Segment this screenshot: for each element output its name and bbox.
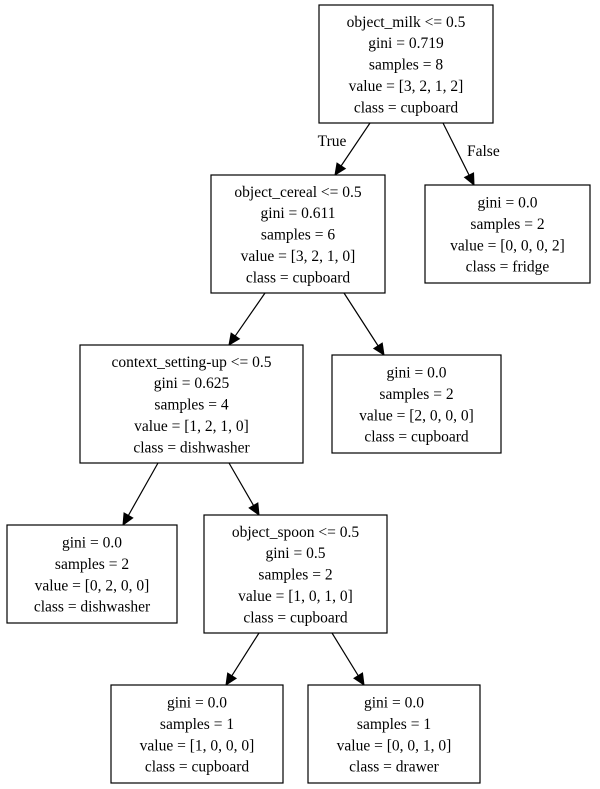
node-text-line: gini = 0.0 xyxy=(387,364,447,381)
node-text-line: gini = 0.5 xyxy=(266,545,326,562)
node-text-line: gini = 0.625 xyxy=(154,375,230,392)
node-text-line: class = cupboard xyxy=(364,429,469,446)
node-text-line: class = cupboard xyxy=(246,269,351,286)
edge-line xyxy=(234,292,266,337)
node-box xyxy=(331,354,502,454)
leaf-node: gini = 0.0 samples = 1 value = [0, 0, 1, 0… xyxy=(307,684,481,784)
node-text-line: samples = 2 xyxy=(55,556,129,573)
node-text-line: class = cupboard xyxy=(243,609,348,626)
arrowhead xyxy=(225,672,238,687)
arrowhead xyxy=(334,162,347,177)
arrowhead xyxy=(353,672,365,687)
node-text-line: value = [1, 0, 0, 0] xyxy=(140,737,255,754)
node-box xyxy=(424,184,591,284)
node-text-line: object_milk <= 0.5 xyxy=(347,14,466,31)
arrowhead xyxy=(248,502,260,517)
tree-edge xyxy=(228,292,266,346)
tree-edge: True xyxy=(318,122,371,177)
node-box xyxy=(318,4,494,124)
arrowhead xyxy=(122,512,134,527)
node-text-line: gini = 0.0 xyxy=(62,534,122,551)
node-text-line: value = [0, 0, 1, 0] xyxy=(337,737,452,754)
node-text-line: gini = 0.0 xyxy=(364,694,424,711)
edge-line xyxy=(127,462,159,516)
node-text-line: gini = 0.0 xyxy=(167,694,227,711)
node-box xyxy=(210,174,386,294)
split-node: object_milk <= 0.5 gini = 0.719 samples = … xyxy=(318,4,494,124)
edge-line xyxy=(340,122,371,167)
arrowhead xyxy=(372,342,385,357)
node-box xyxy=(110,684,284,784)
node-text-line: samples = 2 xyxy=(258,567,332,584)
node-text-line: class = cupboard xyxy=(354,99,459,116)
tree-edge xyxy=(331,632,365,687)
split-node: object_cereal <= 0.5 gini = 0.611 samples … xyxy=(210,174,386,294)
node-box xyxy=(6,524,178,624)
node-text-line: gini = 0.611 xyxy=(261,205,336,222)
node-text-line: class = cupboard xyxy=(145,759,250,776)
node-text-line: value = [0, 0, 0, 2] xyxy=(450,237,565,254)
tree-edge xyxy=(122,462,159,527)
node-text-line: samples = 6 xyxy=(261,227,335,244)
split-node: context_setting-up <= 0.5 gini = 0.625 sam… xyxy=(79,344,304,464)
node-text-line: context_setting-up <= 0.5 xyxy=(112,354,272,371)
node-text-line: gini = 0.719 xyxy=(368,35,444,52)
leaf-node: gini = 0.0 samples = 2 value = [2, 0, 0, 0… xyxy=(331,354,502,454)
node-text-line: value = [0, 2, 0, 0] xyxy=(35,577,150,594)
node-text-line: value = [2, 0, 0, 0] xyxy=(359,407,474,424)
node-text-line: class = dishwasher xyxy=(133,439,250,456)
edge-line xyxy=(343,292,379,347)
arrowhead xyxy=(228,332,241,346)
split-node: object_spoon <= 0.5 gini = 0.5 samples = 2… xyxy=(203,514,388,634)
node-text-line: samples = 2 xyxy=(470,216,544,233)
tree-edge xyxy=(343,292,385,357)
edge-line xyxy=(442,122,470,176)
node-text-line: samples = 1 xyxy=(160,716,234,733)
node-box xyxy=(79,344,304,464)
leaf-node: gini = 0.0 samples = 2 value = [0, 0, 0, 2… xyxy=(424,184,591,284)
node-text-line: value = [3, 2, 1, 0] xyxy=(241,248,356,265)
edge-line xyxy=(228,462,255,506)
node-text-line: class = drawer xyxy=(349,759,439,776)
node-text-line: value = [1, 0, 1, 0] xyxy=(238,588,353,605)
node-text-line: gini = 0.0 xyxy=(478,194,538,211)
tree-edge xyxy=(228,462,260,517)
edge-line xyxy=(331,632,359,676)
node-text-line: samples = 4 xyxy=(154,397,228,414)
node-text-line: samples = 1 xyxy=(357,716,431,733)
node-text-line: samples = 8 xyxy=(369,57,443,74)
node-text-line: class = fridge xyxy=(466,259,550,276)
node-text-line: object_spoon <= 0.5 xyxy=(232,524,360,541)
node-box xyxy=(307,684,481,784)
node-text-line: samples = 2 xyxy=(379,386,453,403)
node-text-line: value = [1, 2, 1, 0] xyxy=(134,418,249,435)
edge-label: False xyxy=(467,143,500,160)
node-text-line: class = dishwasher xyxy=(34,599,151,616)
edge-line xyxy=(231,632,260,677)
node-text-line: value = [3, 2, 1, 2] xyxy=(349,78,464,95)
node-text-line: object_cereal <= 0.5 xyxy=(234,184,361,201)
leaf-node: gini = 0.0 samples = 1 value = [1, 0, 0, 0… xyxy=(110,684,284,784)
arrowhead xyxy=(463,172,475,187)
node-box xyxy=(203,514,388,634)
tree-edge xyxy=(225,632,260,687)
tree-edge: False xyxy=(442,122,500,187)
edge-label: True xyxy=(318,133,347,150)
leaf-node: gini = 0.0 samples = 2 value = [0, 2, 0, 0… xyxy=(6,524,178,624)
